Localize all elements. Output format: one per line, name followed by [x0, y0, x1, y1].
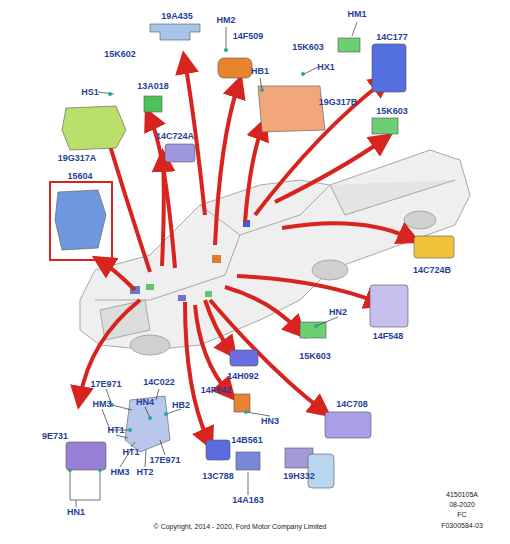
part-number: HT2: [136, 468, 153, 477]
caption-note: F0300584-03: [441, 522, 483, 529]
part-number: 14B561: [231, 436, 263, 445]
part-number: 14A163: [232, 496, 264, 505]
part-number: HN3: [261, 417, 279, 426]
part-number: HM3: [92, 400, 111, 409]
part-number: HB1: [251, 67, 269, 76]
part-number: 17E971: [149, 456, 180, 465]
part-number: 13A018: [137, 82, 169, 91]
part-number: 17E971: [90, 380, 121, 389]
part-number: 19G317B: [319, 98, 358, 107]
arrows: [80, 62, 410, 440]
part-number: 13C788: [202, 472, 234, 481]
part-number: HT1: [107, 426, 124, 435]
part-number: 14H092: [227, 372, 259, 381]
part-number: 15K602: [104, 50, 136, 59]
part-number: 14F642: [201, 386, 232, 395]
part-number: HM2: [216, 16, 235, 25]
part-number: HN4: [136, 398, 154, 407]
part-number: HM1: [347, 10, 366, 19]
part-number: 14F509: [233, 32, 264, 41]
part-number: 14C724B: [413, 266, 451, 275]
part-number: 19G317A: [58, 154, 97, 163]
part-number: HM3: [110, 468, 129, 477]
part-number: HB2: [172, 401, 190, 410]
part-number: HS1: [81, 88, 99, 97]
caption-note: FC: [457, 511, 466, 518]
part-number: HN1: [67, 508, 85, 517]
part-number: 14C177: [376, 33, 408, 42]
fastener-dots: [68, 48, 318, 472]
part-number: 15604: [67, 172, 92, 181]
part-number: 19H332: [283, 472, 315, 481]
part-number: 9E731: [42, 432, 68, 441]
part-number: 15K603: [299, 352, 331, 361]
part-number: HT1: [122, 448, 139, 457]
highlight-frame: [50, 182, 112, 260]
caption-note: © Copyright, 2014 - 2020, Ford Motor Com…: [154, 523, 327, 530]
part-number: 14C724A: [156, 132, 194, 141]
part-number: HX1: [317, 63, 335, 72]
caption-note: 08-2020: [449, 501, 475, 508]
part-number: 19A435: [161, 12, 193, 21]
part-number: 15K603: [292, 43, 324, 52]
part-number: 14F548: [373, 332, 404, 341]
part-number: 14C022: [143, 378, 175, 387]
truck: [80, 150, 470, 355]
part-number: 14C708: [336, 400, 368, 409]
caption-note: 4150105A: [446, 491, 478, 498]
part-number: HN2: [329, 308, 347, 317]
part-number: 15K603: [376, 107, 408, 116]
leader-lines: [70, 22, 357, 507]
parts: [55, 24, 454, 488]
